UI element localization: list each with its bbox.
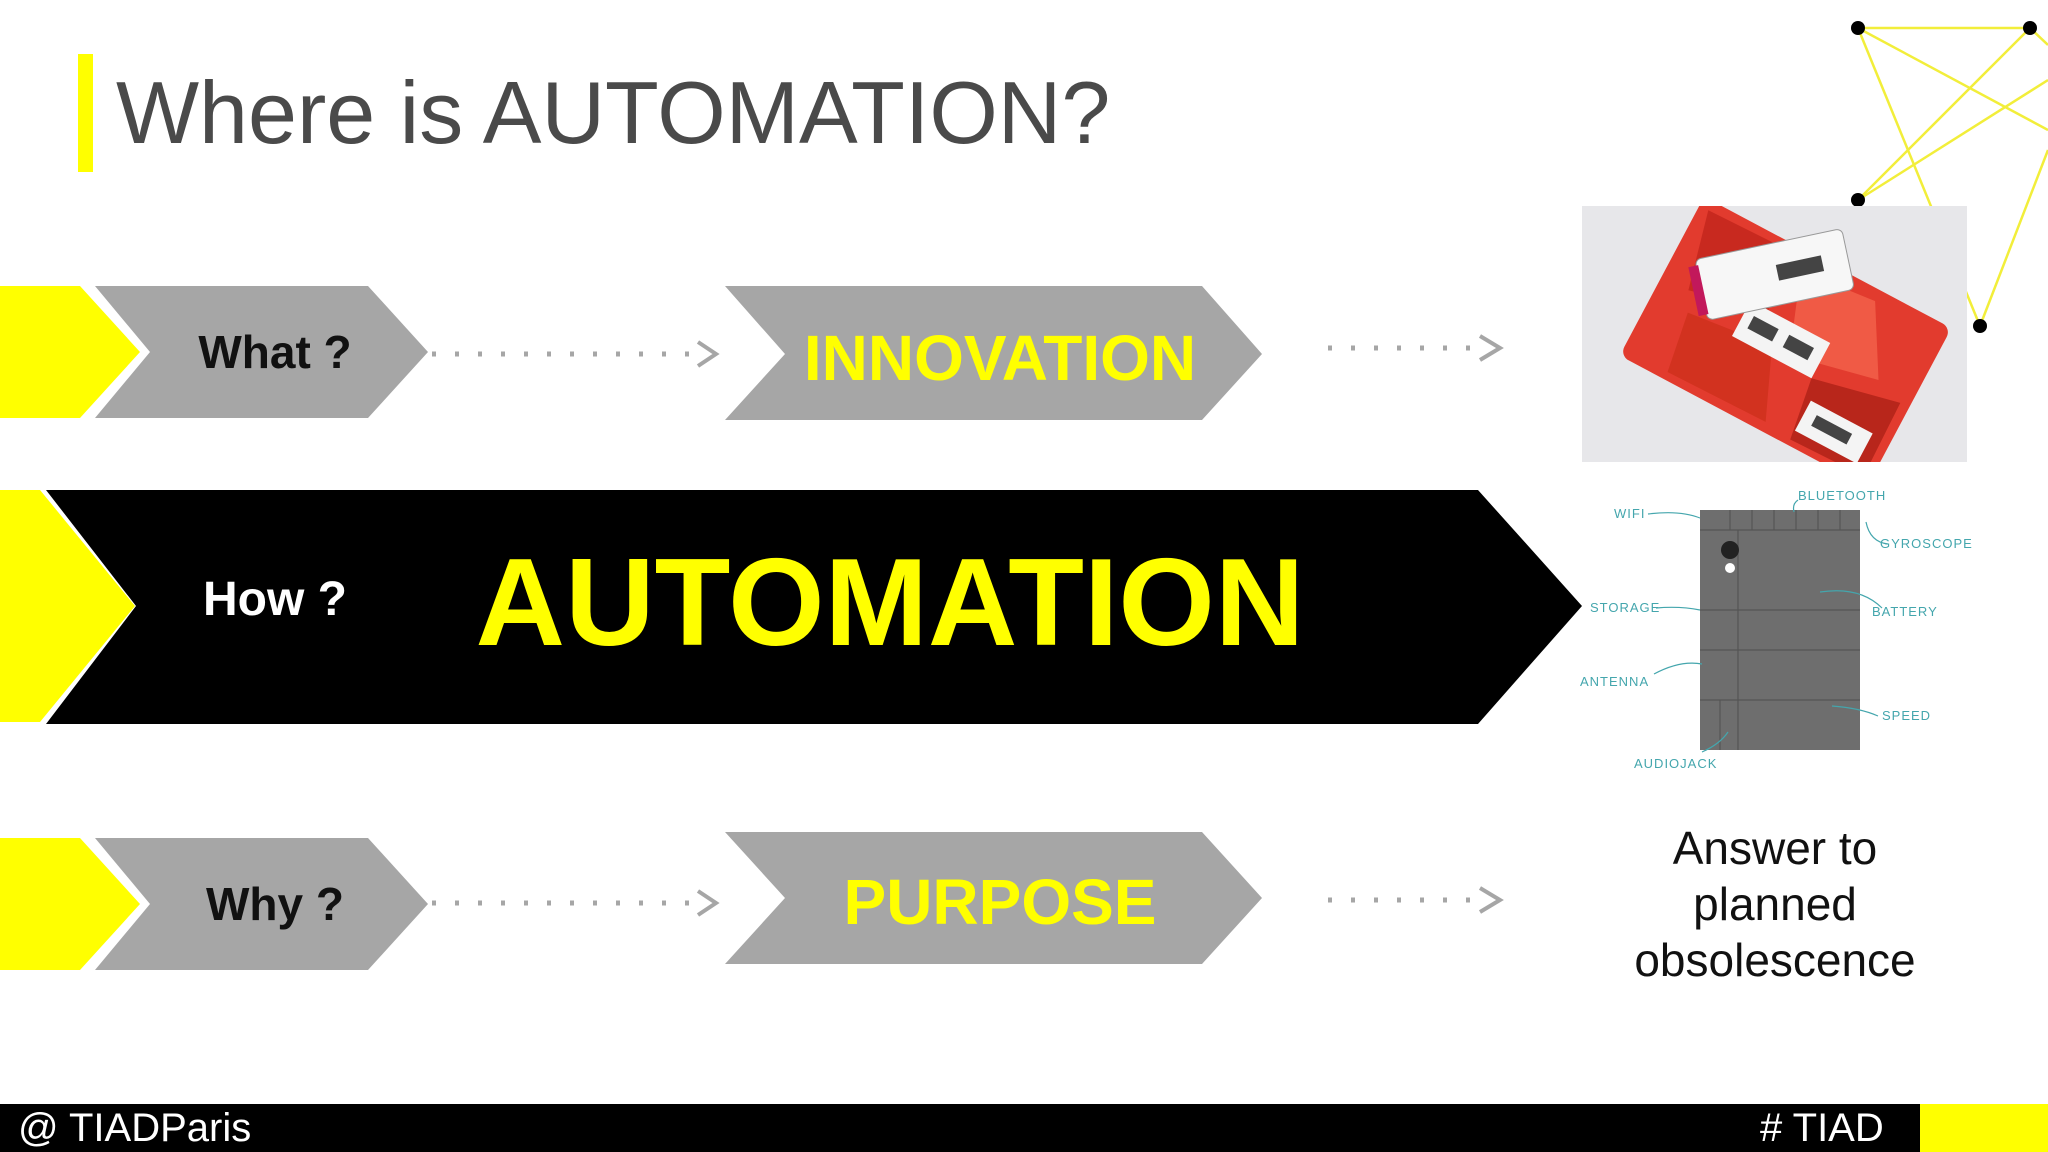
why-chevron: [95, 838, 428, 970]
automation-label: AUTOMATION: [475, 534, 1305, 672]
footer-bar: [0, 1104, 2048, 1152]
diagram-label-battery: BATTERY: [1872, 604, 1938, 619]
diagram-label-wifi: WIFI: [1614, 506, 1645, 521]
answer-line-1: Answer to: [1672, 822, 1878, 874]
diagram-label-storage: STORAGE: [1590, 600, 1660, 615]
footer-handle: @ TIADParis: [18, 1106, 252, 1150]
diagram-label-antenna: ANTENNA: [1580, 674, 1649, 689]
how-label: How ?: [203, 573, 347, 626]
diagram-label-speed: SPEED: [1882, 708, 1931, 723]
diagram-label-bluetooth: BLUETOOTH: [1798, 488, 1886, 503]
network-decoration: [1851, 21, 2048, 333]
diagram-label-gyroscope: GYROSCOPE: [1880, 536, 1973, 551]
title-accent-bar: [78, 54, 93, 172]
answer-line-2: planned: [1693, 878, 1857, 930]
answer-text: Answer to planned obsolescence: [1600, 820, 1950, 988]
footer-accent-block: [1920, 1104, 2048, 1152]
purpose-label: PURPOSE: [843, 866, 1157, 938]
what-chevron: [95, 286, 428, 418]
how-accent-chevron: [0, 490, 135, 722]
what-accent-chevron: [0, 286, 140, 418]
slide-title: Where is AUTOMATION?: [116, 63, 1111, 162]
phone-modules-diagram: BLUETOOTH WIFI GYROSCOPE STORAGE BATTERY…: [1580, 488, 1973, 771]
innovation-label: INNOVATION: [803, 322, 1197, 394]
purpose-chevron: [725, 832, 1262, 964]
diagram-label-audiojack: AUDIOJACK: [1634, 756, 1717, 771]
how-chevron: [46, 490, 1582, 724]
modular-phone-photo: [1582, 206, 1967, 462]
answer-line-3: obsolescence: [1634, 934, 1916, 986]
what-label: What ?: [198, 326, 352, 378]
innovation-chevron: [725, 286, 1262, 420]
why-accent-chevron: [0, 838, 140, 970]
why-label: Why ?: [206, 878, 344, 930]
footer-hashtag: # TIAD: [1760, 1106, 1884, 1150]
